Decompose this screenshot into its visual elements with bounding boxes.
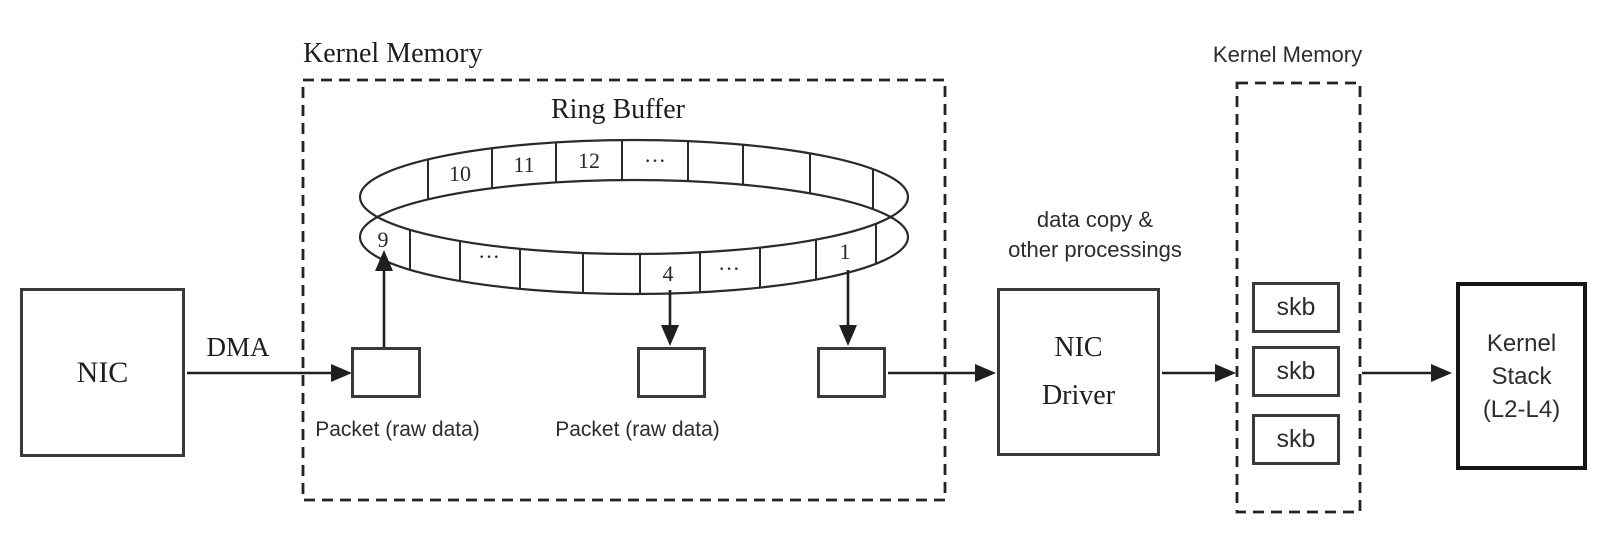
kernel-memory-left-region: [301, 78, 947, 502]
kernel-stack-label-line1: Kernel: [1486, 329, 1557, 357]
ring-cell-label-4: 4: [663, 261, 674, 286]
nic-driver-box: NIC Driver: [997, 288, 1160, 456]
data-copy-annotation: data copy & other processings: [980, 205, 1210, 265]
ring-cell-label-ellipsis-front-2: ···: [718, 256, 740, 281]
ring-cell-label-12: 12: [578, 148, 600, 173]
skb-to-stack-arrow-head: [1431, 364, 1452, 382]
nic-driver-label-line2: Driver: [1041, 380, 1116, 411]
kernel-memory-left-label: Kernel Memory: [303, 38, 483, 69]
ring-cell-label-1: 1: [840, 239, 851, 264]
skb-box-2: skb: [1252, 346, 1340, 397]
ring-cell-label-11: 11: [513, 152, 534, 177]
driver-to-skb-arrow-head: [1215, 364, 1236, 382]
nic-box: NIC: [20, 288, 185, 457]
packet-box-1: [351, 347, 421, 398]
nic-driver-label-line1: NIC: [1054, 332, 1103, 363]
ring-cell-label-ellipsis-back: ···: [644, 148, 666, 173]
packet-box-2: [637, 347, 706, 398]
nic-driver-box-label: NIC Driver: [1042, 324, 1115, 420]
dma-label: DMA: [206, 332, 270, 362]
packet-raw-data-label-1: Packet (raw data): [315, 418, 480, 441]
kernel-stack-box-label: Kernel Stack (L2-L4): [1483, 327, 1560, 426]
data-copy-annotation-line1: data copy &: [1036, 207, 1154, 232]
packet-to-ring-arrow-head: [375, 250, 393, 271]
kernel-stack-box: Kernel Stack (L2-L4): [1456, 282, 1587, 470]
ring-top-rim: [358, 138, 910, 256]
kernel-memory-right-region: [1235, 81, 1362, 514]
kernel-stack-label-line3: (L2-L4): [1482, 395, 1561, 423]
ring-cell-label-9: 9: [378, 227, 389, 252]
packet-box-3: [817, 347, 886, 398]
ring-to-packet-arrow-head: [661, 325, 679, 346]
ring-bottom-rim: [358, 178, 910, 296]
skb-box-1: skb: [1252, 282, 1340, 333]
packet-raw-data-label-2: Packet (raw data): [555, 418, 720, 441]
skb-box-3: skb: [1252, 414, 1340, 465]
kernel-stack-label-line2: Stack: [1491, 362, 1552, 390]
ring-buffer-title: Ring Buffer: [550, 94, 686, 125]
dma-arrow-head: [331, 364, 352, 382]
packet-to-driver-arrow-head: [975, 364, 996, 382]
ring-cell-label-10: 10: [449, 161, 471, 186]
data-copy-annotation-line2: other processings: [1008, 237, 1182, 262]
nic-box-label: NIC: [76, 355, 129, 389]
ring-to-packet-arrow-2-head: [839, 325, 857, 346]
ring-cell-label-ellipsis-front-1: ···: [478, 244, 500, 269]
kernel-memory-right-label: Kernel Memory: [1212, 42, 1363, 67]
